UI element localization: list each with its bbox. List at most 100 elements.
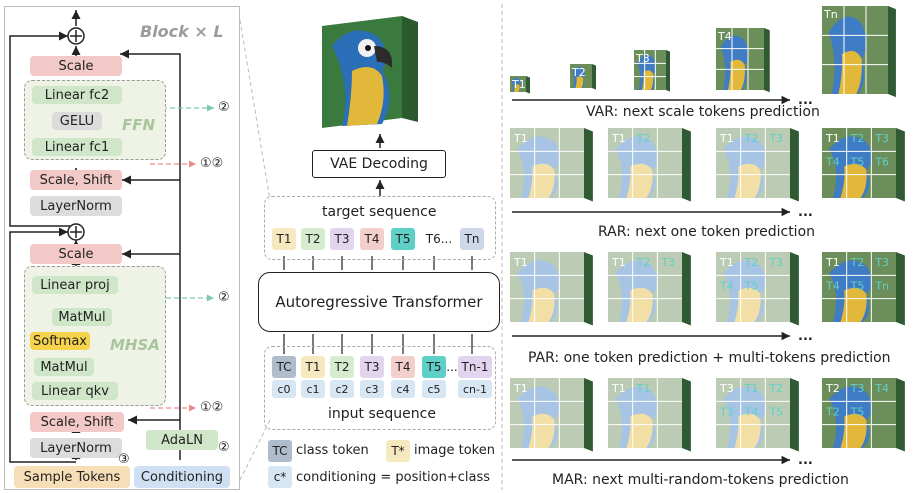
conditioning: Conditioning <box>134 466 230 488</box>
var-cube-2-bird-yellow <box>575 76 584 88</box>
gelu: GELU <box>52 112 102 130</box>
input-token-5: T5 <box>422 356 446 378</box>
rar-cube-4-bird-yellow <box>840 163 867 198</box>
target-sequence-group <box>264 196 496 260</box>
mar-cube-3-wash <box>716 378 790 448</box>
matmul-bottom: MatMul <box>34 358 94 376</box>
rar-label-1: T1 <box>513 132 528 145</box>
var-cube-5-bird-yellow <box>838 50 862 94</box>
par-label-9: T5 <box>744 279 759 292</box>
var-cube-4-side <box>764 28 770 93</box>
rar-label-7: T1 <box>825 132 840 145</box>
var-cube-3-bird-yellow <box>642 70 654 90</box>
par-label-5: T1 <box>719 256 734 269</box>
rar-label-12: T6 <box>874 155 889 168</box>
vae-decoding-box: VAE Decoding <box>312 150 446 178</box>
par-label-8: T4 <box>719 279 734 292</box>
target-token-n: Tn <box>460 228 484 250</box>
legend-tc-text: class token <box>296 443 369 458</box>
input-token-4: T4 <box>391 356 415 378</box>
marker-ffn: ② <box>218 100 230 115</box>
target-token-4: T4 <box>360 228 384 250</box>
rar-label-10: T4 <box>825 155 840 168</box>
rar-cube-1-wash <box>510 128 584 198</box>
par-cube-1-wash <box>510 252 584 322</box>
rar-cube-2-side <box>682 128 691 202</box>
layernorm-top: LayerNorm <box>30 196 122 216</box>
input-sequence-group <box>264 346 496 430</box>
autoregressive-transformer-box: Autoregressive Transformer <box>258 272 500 332</box>
scale-top: Scale <box>30 56 122 76</box>
par-cube-2-side <box>682 252 691 326</box>
var-label-4: T4 <box>717 30 732 43</box>
cond-cn-1: cn-1 <box>458 380 492 398</box>
par-cube-1-side <box>584 252 593 326</box>
rar-label-3: T2 <box>636 132 651 145</box>
mar-label-9: T5 <box>768 405 783 418</box>
mar-cube-1-wash <box>510 378 584 448</box>
cond-c3: c3 <box>360 380 384 398</box>
par-label-11: T2 <box>850 256 865 269</box>
rar-caption: RAR: next one token prediction <box>598 224 816 240</box>
mar-cube-4-side <box>896 378 905 452</box>
rar-label-2: T1 <box>611 132 626 145</box>
block-title: Block × L <box>140 22 224 41</box>
mar-label-4: T3 <box>719 382 734 395</box>
legend-t-swatch: T* <box>386 440 410 462</box>
mar-label-7: T3 <box>719 405 734 418</box>
input-token-n-1: Tn-1 <box>458 356 492 378</box>
par-cube-3-wash <box>716 252 790 322</box>
var-ellipsis: ... <box>798 93 813 108</box>
marker-mhsa: ② <box>218 290 230 305</box>
var-label-1: T1 <box>511 78 526 91</box>
par-label-10: T1 <box>825 256 840 269</box>
target-token-6: T6... <box>425 232 453 246</box>
target-token-3: T3 <box>330 228 354 250</box>
rar-cube-3-wash <box>716 128 790 198</box>
par-ellipsis: ... <box>798 329 813 344</box>
input-token-ellipsis: ... <box>446 360 458 374</box>
par-caption: PAR: one token prediction + multi-tokens… <box>528 350 891 366</box>
linear-qkv: Linear qkv <box>32 382 118 400</box>
mar-label-1: T1 <box>513 382 528 395</box>
input-token-1: T1 <box>301 356 325 378</box>
mar-label-13: T2 <box>825 405 840 418</box>
linear-fc1: Linear fc1 <box>32 138 122 156</box>
mar-label-14: T5 <box>850 405 865 418</box>
marker-scale-shift-bottom: ①② <box>200 400 224 415</box>
var-label-2: T2 <box>571 66 586 79</box>
rar-cube-3-side <box>790 128 799 202</box>
par-label-13: T4 <box>825 279 840 292</box>
rar-label-9: T3 <box>874 132 889 145</box>
layernorm-bottom: LayerNorm <box>30 438 122 458</box>
marker-scale-shift-top: ①② <box>200 156 224 171</box>
mar-cube-1-side <box>584 378 593 452</box>
mar-label-6: T2 <box>768 382 783 395</box>
mar-cube-4-bird-yellow <box>840 413 867 448</box>
legend-c-swatch: c* <box>268 466 292 488</box>
par-cube-4-side <box>896 252 905 326</box>
par-cube-2-wash <box>608 252 682 322</box>
target-sequence-label: target sequence <box>322 204 437 220</box>
mar-label-3: T1 <box>636 382 651 395</box>
rar-label-4: T1 <box>719 132 734 145</box>
marker-adaln: ② <box>218 440 230 455</box>
cond-c5: c5 <box>422 380 446 398</box>
mar-label-12: T4 <box>874 382 889 395</box>
mar-label-5: T1 <box>744 382 759 395</box>
softmax: Softmax <box>30 332 90 350</box>
var-label-5: Tn <box>823 8 838 21</box>
block-panel <box>4 6 240 490</box>
linear-proj: Linear proj <box>32 276 118 294</box>
cond-c4: c4 <box>391 380 415 398</box>
mar-caption: MAR: next multi-random-tokens prediction <box>552 472 849 488</box>
input-token-3: T3 <box>360 356 384 378</box>
legend-c-text: conditioning = position+class <box>296 470 491 485</box>
par-label-7: T3 <box>768 256 783 269</box>
mar-label-8: T4 <box>744 405 759 418</box>
var-cube-5-side <box>888 6 896 98</box>
var-cube-1-side <box>526 76 530 94</box>
par-label-1: T1 <box>513 256 528 269</box>
